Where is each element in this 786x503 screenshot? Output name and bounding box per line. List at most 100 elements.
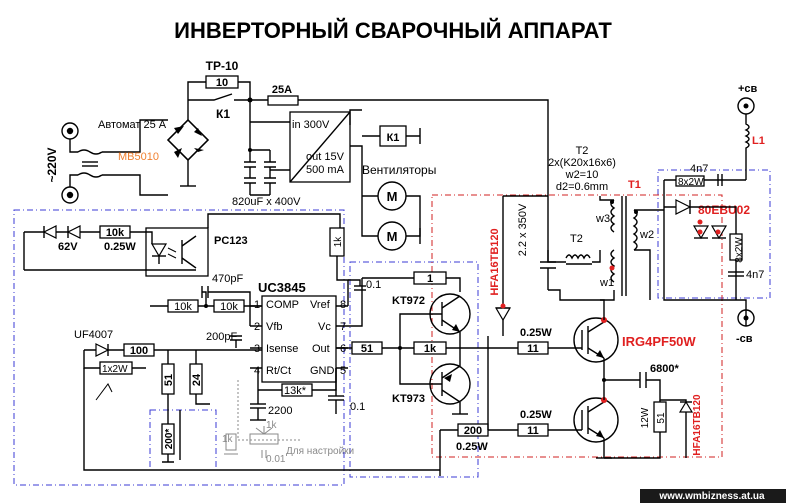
sense-diode-label: UF4007 bbox=[74, 329, 113, 341]
clamp-diode-label-1: HFA16TB120 bbox=[489, 228, 501, 295]
sense-resistor-51-value: 51 bbox=[163, 374, 175, 386]
ic-pin-out: Out bbox=[312, 343, 330, 355]
gate-resistor-2-value: 11 bbox=[527, 425, 539, 437]
pulldown-resistor-200-value: 200 bbox=[464, 425, 482, 437]
base-resistor-1k-value: 1k bbox=[424, 343, 437, 355]
ic-pin-vref: Vref bbox=[310, 299, 331, 311]
bulk-capacitor-label: 820uF x 400V bbox=[232, 196, 301, 208]
timing-resistor-13k-value: 13k* bbox=[284, 385, 307, 397]
bridge-label: MB5010 bbox=[118, 151, 159, 163]
trim-resistor-200-value: 200* bbox=[164, 429, 175, 450]
output-diode-label: 80EBU02 bbox=[698, 203, 750, 217]
power-switch-block bbox=[431, 194, 723, 458]
page-title: ИНВЕРТОРНЫЙ СВАРОЧНЫЙ АППАРАТ bbox=[174, 18, 612, 43]
watermark: www.wmbizness.at.ua bbox=[658, 491, 765, 502]
snubber-resistor-label-2: 8x2W bbox=[734, 237, 745, 263]
igbt-lower bbox=[573, 397, 619, 443]
psu-out-label: out 15V bbox=[306, 151, 345, 163]
inrush-resistor-value: 10 bbox=[216, 77, 228, 89]
snubber-resistor-label-1: 8x2W bbox=[678, 177, 704, 188]
svg-text:M: M bbox=[387, 189, 398, 204]
transformer-turns: w2=10 bbox=[565, 169, 599, 181]
adjustment-pot-label: 1k bbox=[266, 420, 278, 431]
winding-w1-label: w1 bbox=[599, 277, 614, 289]
snubber-resistor-1 bbox=[675, 175, 705, 187]
ic-pin-vfb: Vfb bbox=[266, 321, 283, 333]
fans-label: Вентиляторы bbox=[362, 163, 436, 177]
winding-w2-label: w2 bbox=[639, 229, 654, 241]
transformer-name: T2 bbox=[576, 145, 589, 157]
vref-capacitor-label: 0.1 bbox=[366, 279, 381, 291]
base-resistor-51-value: 51 bbox=[361, 343, 373, 355]
ic-pin-num-4: 4 bbox=[254, 365, 260, 377]
ic-pin-num-5: 5 bbox=[340, 365, 346, 377]
minus-terminal-label: -св bbox=[736, 333, 753, 345]
current-sense-block bbox=[149, 409, 217, 471]
igbt-upper bbox=[573, 317, 619, 363]
clamp-diode-1 bbox=[494, 307, 512, 322]
transformer-wire: d2=0.6mm bbox=[556, 181, 608, 193]
vcc-capacitor-label: 0.1 bbox=[350, 401, 365, 413]
vref-resistor-1k-value: 1k bbox=[333, 236, 344, 248]
comp-resistor-10k-a-value: 10k bbox=[174, 301, 192, 313]
driver-block bbox=[349, 261, 479, 478]
sense-resistor-24-value: 24 bbox=[191, 373, 203, 386]
ic-pin-num-8: 8 bbox=[340, 299, 346, 311]
uc3845-chip bbox=[261, 295, 337, 383]
clamp-diode-2 bbox=[678, 400, 694, 413]
ic-pin-comp: COMP bbox=[266, 299, 299, 311]
comp-resistor-10k-b-value: 10k bbox=[220, 301, 238, 313]
sense-resistor-100-value: 100 bbox=[130, 345, 148, 357]
gate-resistor-power-1: 0.25W bbox=[520, 327, 552, 339]
ic-pin-num-7: 7 bbox=[340, 321, 346, 333]
ic-name: UC3845 bbox=[258, 280, 306, 295]
comp-capacitor-label: 470pF bbox=[212, 273, 243, 285]
current-transformer-label: T2 bbox=[570, 233, 583, 245]
output-inductor bbox=[744, 114, 750, 180]
ic-pin-num-6: 6 bbox=[340, 343, 346, 355]
main-transformer bbox=[609, 196, 638, 296]
ic-pin-gnd: GND bbox=[310, 365, 335, 377]
tp10-label: ТР-10 bbox=[206, 59, 239, 73]
snubber-resistor-2 bbox=[729, 233, 743, 261]
isense-capacitor-label: 200pF bbox=[206, 331, 237, 343]
bridge-rectifier bbox=[167, 90, 209, 187]
clamp-diode-label-2: HFA16TB120 bbox=[692, 394, 703, 456]
mains-input: ~220V bbox=[45, 119, 168, 204]
ic-pin-vc: Vc bbox=[318, 321, 331, 333]
breaker-label: Автомат 25 А bbox=[98, 119, 167, 131]
adjustment-note: Для настройки bbox=[286, 446, 354, 457]
ic-pin-num-1: 1 bbox=[254, 299, 260, 311]
driver-resistor-1-value: 1 bbox=[427, 273, 433, 285]
svg-text:M: M bbox=[387, 229, 398, 244]
snubber-cap-6800-label: 6800* bbox=[650, 363, 679, 375]
timing-capacitor-label: 2200 bbox=[268, 405, 292, 417]
output-inductor-label: L1 bbox=[752, 135, 765, 147]
optocoupler bbox=[145, 227, 209, 277]
output-block bbox=[657, 169, 771, 299]
relay-coil-label: К1 bbox=[387, 132, 400, 144]
pulldown-resistor-power: 0.25W bbox=[456, 441, 488, 453]
snubber-resistor-power: 12W bbox=[640, 407, 651, 428]
gate-resistor-1-value: 11 bbox=[527, 343, 539, 355]
mains-voltage-label: ~220V bbox=[45, 147, 59, 182]
gate-resistor-power-2: 0.25W bbox=[520, 409, 552, 421]
bulk-capacitors bbox=[244, 148, 276, 196]
igbt-label: IRG4PF50W bbox=[622, 334, 696, 349]
adjustment-capacitor-label: 0.01 bbox=[266, 454, 286, 465]
snubber-resistor-51-value: 51 bbox=[656, 412, 667, 424]
main-transformer-label: T1 bbox=[628, 179, 641, 191]
snubber-cap-label-1: 4n7 bbox=[690, 163, 708, 175]
sense-diode bbox=[95, 343, 110, 357]
fan-2: M bbox=[377, 221, 407, 251]
transistor-kt972-label: KT972 bbox=[392, 295, 425, 307]
current-transformer bbox=[565, 254, 592, 265]
transistor-kt973-label: KT973 bbox=[392, 393, 425, 405]
ic-pin-rtct: Rt/Ct bbox=[266, 365, 291, 377]
adjustment-circuit bbox=[224, 380, 300, 458]
plus-terminal-label: +св bbox=[738, 83, 758, 95]
control-board-block bbox=[13, 209, 345, 486]
zener-label: 62V bbox=[58, 241, 78, 253]
opto-resistor-10k-value: 10k bbox=[106, 227, 125, 239]
